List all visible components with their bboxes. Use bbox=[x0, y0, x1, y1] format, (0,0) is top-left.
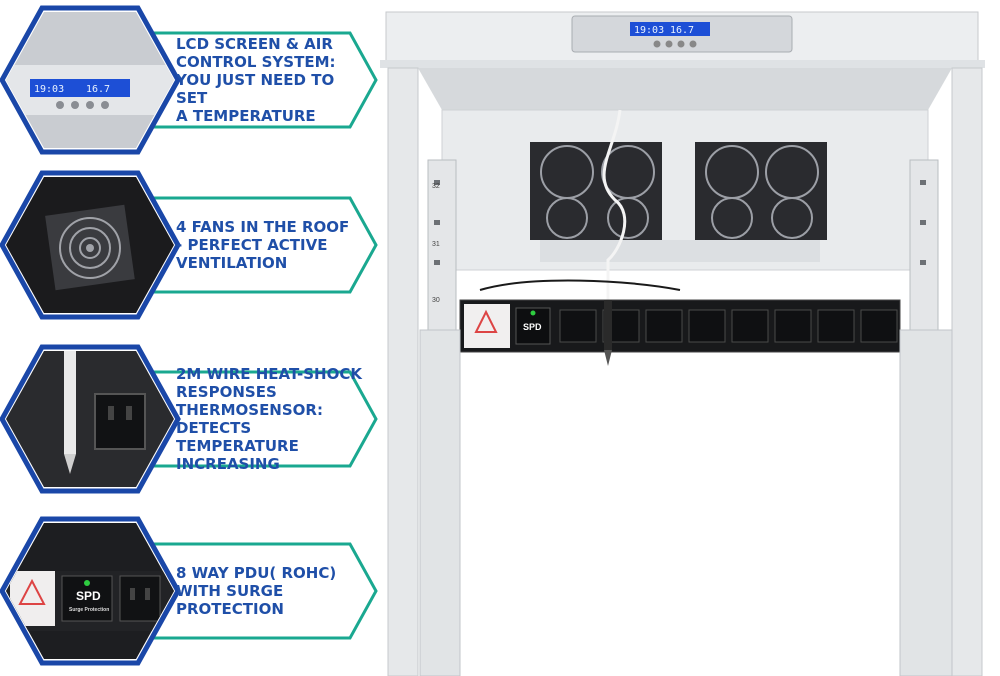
feature-text-lcd: LCD SCREEN & AIR CONTROL SYSTEM: YOU JUS… bbox=[176, 35, 336, 125]
pdu-spd-text: SPD bbox=[523, 322, 542, 332]
lcd-temp: 16.7 bbox=[86, 84, 110, 95]
fan-closeup-image bbox=[6, 177, 174, 313]
spd-subtext: Surge Protection bbox=[69, 607, 109, 613]
callout-frame bbox=[0, 170, 378, 320]
thermosensor-closeup-image bbox=[6, 351, 174, 487]
feature-text-thermosensor: 2M WIRE HEAT-SHOCK RESPONSES THERMOSENSO… bbox=[176, 365, 362, 473]
rack-lcd-time: 19:03 bbox=[634, 25, 664, 36]
lcd-closeup-image: 19:03 16.7 bbox=[6, 12, 174, 148]
rack-lcd-temp: 16.7 bbox=[670, 25, 694, 36]
feature-text-fans: 4 FANS IN THE ROOF - PERFECT ACTIVE VENT… bbox=[176, 218, 350, 272]
callout-frame bbox=[0, 344, 378, 494]
rack-unit-label: 30 bbox=[432, 297, 440, 304]
feature-text-pdu: 8 WAY PDU( ROHC) WITH SURGE PROTECTION bbox=[176, 564, 337, 618]
spd-text: SPD bbox=[76, 589, 101, 603]
callout-frame: SPD Surge Protection bbox=[0, 516, 378, 666]
roof-fans bbox=[530, 142, 827, 262]
top-control-panel: 19:03 16.7 bbox=[571, 15, 793, 53]
rack-unit-label: 31 bbox=[432, 241, 440, 248]
pdu-closeup-image: SPD Surge Protection bbox=[6, 523, 174, 659]
lcd-time: 19:03 bbox=[34, 84, 64, 95]
feature-lcd: 19:03 16.7 LCD SCREEN & AIR CONTROL SYST… bbox=[0, 5, 390, 155]
server-rack-illustration: 19:03 16.7 32 31 3 bbox=[380, 11, 985, 676]
rack-unit-label: 32 bbox=[432, 183, 440, 190]
callout-frame: 19:03 16.7 bbox=[0, 5, 378, 155]
feature-fans: 4 FANS IN THE ROOF - PERFECT ACTIVE VENT… bbox=[0, 170, 390, 320]
feature-pdu: SPD Surge Protection 8 WAY PDU( ROHC) WI… bbox=[0, 516, 390, 666]
feature-thermosensor: 2M WIRE HEAT-SHOCK RESPONSES THERMOSENSO… bbox=[0, 344, 390, 494]
pdu-strip: SPD bbox=[459, 299, 901, 353]
